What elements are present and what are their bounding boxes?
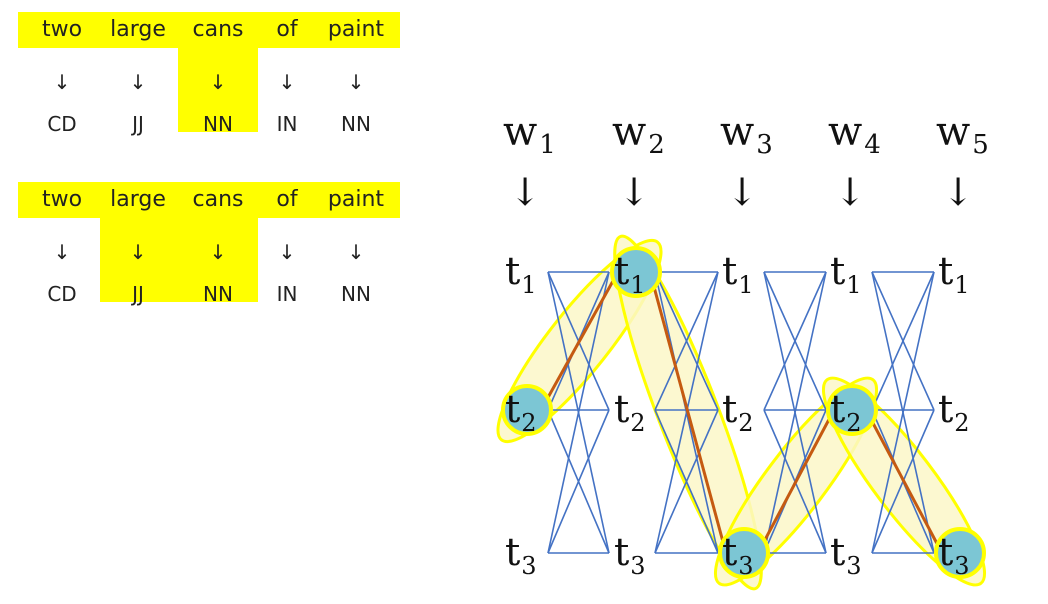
tag-label: t2 bbox=[614, 387, 646, 437]
arrow-cell: ↓ bbox=[130, 240, 147, 264]
best-path-edge bbox=[864, 409, 944, 554]
tag-cell: IN bbox=[277, 282, 298, 306]
tag-cell: NN bbox=[341, 112, 371, 136]
selected-node bbox=[826, 384, 878, 436]
selected-node bbox=[501, 384, 553, 436]
transition-edge bbox=[871, 271, 935, 411]
tag-label: t2 bbox=[938, 387, 970, 437]
arrow-cell: ↓ bbox=[130, 70, 147, 94]
arrow-cell: ↓ bbox=[279, 240, 296, 264]
word-row-highlight bbox=[18, 182, 400, 218]
arrow-cell: ↓ bbox=[348, 70, 365, 94]
word-label-5: w5 bbox=[936, 109, 989, 160]
transition-edge bbox=[654, 409, 719, 554]
transition-edge bbox=[763, 271, 827, 554]
tag-label: t3 bbox=[938, 530, 970, 580]
column-arrow: ↓ bbox=[726, 170, 758, 214]
word-label-3: w3 bbox=[720, 109, 773, 160]
column-arrow: ↓ bbox=[834, 170, 866, 214]
word-label-2: w2 bbox=[612, 109, 665, 160]
arrow-cell: ↓ bbox=[54, 70, 71, 94]
tag-cell: NN bbox=[203, 112, 233, 136]
transition-edge bbox=[654, 271, 719, 411]
tag-cell: CD bbox=[47, 112, 76, 136]
tag-label: t1 bbox=[614, 249, 646, 299]
selected-node bbox=[718, 527, 770, 579]
column-arrow: ↓ bbox=[618, 170, 650, 214]
tag-column-highlight bbox=[178, 48, 258, 132]
word-cell: of bbox=[276, 187, 298, 212]
tag-label: t3 bbox=[830, 530, 862, 580]
tag-label: t3 bbox=[505, 530, 537, 580]
tag-label: t1 bbox=[722, 249, 754, 299]
tag-cell: JJ bbox=[130, 282, 144, 306]
word-label-4: w4 bbox=[828, 109, 881, 160]
best-path-edge bbox=[648, 271, 728, 554]
tag-tables: two ↓ CD large ↓ JJ cans ↓ NN of ↓ IN paint ↓ NN two ↓ CD… bbox=[18, 12, 400, 306]
arrow-cell: ↓ bbox=[279, 70, 296, 94]
tag-cell: CD bbox=[47, 282, 76, 306]
transition-edge bbox=[547, 271, 610, 554]
arrow-cell: ↓ bbox=[210, 240, 227, 264]
transition-edge bbox=[763, 271, 827, 411]
tag-column-highlight bbox=[178, 218, 258, 302]
word-cell: cans bbox=[193, 17, 244, 42]
arrow-cell: ↓ bbox=[54, 240, 71, 264]
tag-label: t1 bbox=[505, 249, 537, 299]
tag-label: t2 bbox=[505, 387, 537, 437]
word-cell: paint bbox=[328, 17, 385, 42]
tag-label: t2 bbox=[830, 387, 862, 437]
tag-label: t1 bbox=[938, 249, 970, 299]
tag-label: t3 bbox=[722, 530, 754, 580]
tag-table-2: two ↓ CD large ↓ JJ cans ↓ NN of ↓ IN paint ↓ NN bbox=[18, 182, 400, 306]
word-row-highlight bbox=[18, 12, 400, 48]
tag-table-1: two ↓ CD large ↓ JJ cans ↓ NN of ↓ IN paint ↓ NN bbox=[18, 12, 400, 136]
arrow-cell: ↓ bbox=[210, 70, 227, 94]
word-cell: two bbox=[42, 17, 82, 42]
word-cell: large bbox=[110, 187, 166, 212]
tag-label: t1 bbox=[830, 249, 862, 299]
column-arrow: ↓ bbox=[942, 170, 974, 214]
tag-cell: IN bbox=[277, 112, 298, 136]
lattice-nodes bbox=[501, 246, 986, 579]
lattice-labels: w1 ↓ w2 ↓ w3 ↓ w4 ↓ w5 ↓ t1 t2 t3 t1 t2 t3 t1 t2 t3 t1 t2 t3 t… bbox=[503, 109, 989, 580]
tag-cell: NN bbox=[203, 282, 233, 306]
word-cell: two bbox=[42, 187, 82, 212]
word-label-1: w1 bbox=[503, 109, 556, 160]
selected-node bbox=[934, 527, 986, 579]
column-arrow: ↓ bbox=[509, 170, 541, 214]
tag-label: t3 bbox=[614, 530, 646, 580]
selected-node bbox=[610, 246, 662, 298]
tag-label: t2 bbox=[722, 387, 754, 437]
word-cell: cans bbox=[193, 187, 244, 212]
word-cell: paint bbox=[328, 187, 385, 212]
transition-edge bbox=[871, 271, 935, 554]
tag-lattice: w1 ↓ w2 ↓ w3 ↓ w4 ↓ w5 ↓ t1 t2 t3 t1 t2 t3 t1 t2 t3 t1 t2 t3 t… bbox=[496, 109, 989, 591]
word-cell: large bbox=[110, 17, 166, 42]
transition-edge bbox=[547, 409, 610, 554]
tag-cell: NN bbox=[341, 282, 371, 306]
word-cell: of bbox=[276, 17, 298, 42]
best-path-edge bbox=[756, 409, 836, 554]
arrow-cell: ↓ bbox=[348, 240, 365, 264]
best-path-edge bbox=[539, 271, 620, 411]
tag-column-highlight bbox=[100, 218, 178, 302]
tag-cell: JJ bbox=[130, 112, 144, 136]
best-path-edges bbox=[539, 271, 944, 554]
